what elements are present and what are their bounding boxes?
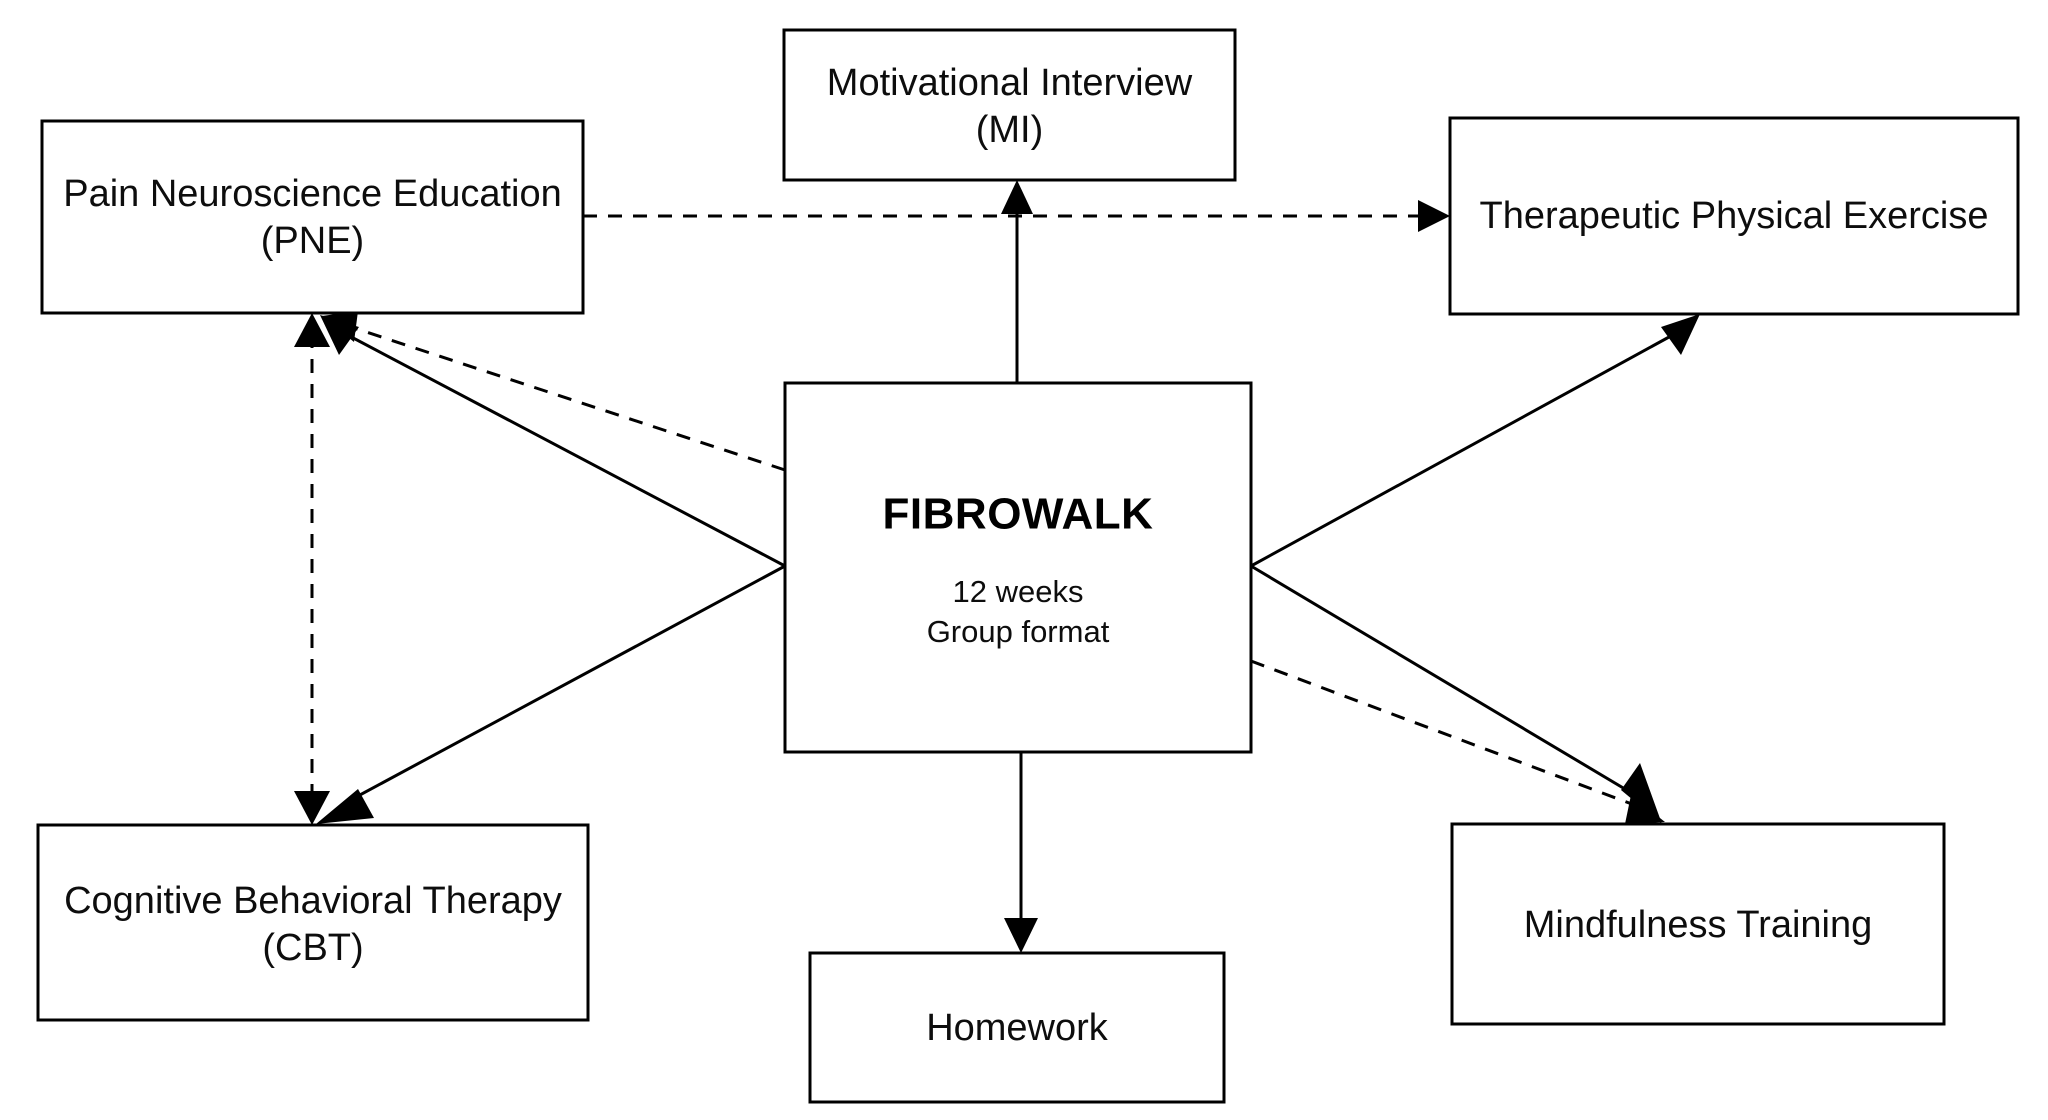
arrow-head-down-icon bbox=[294, 791, 330, 825]
edge-fibrowalk-to-mindfulness-dashed bbox=[1250, 659, 1665, 824]
node-title: FIBROWALK bbox=[883, 490, 1154, 539]
arrow-head-upleft-dashed-icon bbox=[322, 311, 358, 342]
arrow-head-right-icon bbox=[1418, 200, 1450, 232]
node-label-line2: (MI) bbox=[976, 109, 1044, 151]
edge-line bbox=[339, 329, 786, 568]
node-box[interactable] bbox=[40, 119, 585, 315]
node-homework[interactable]: Homework bbox=[808, 951, 1226, 1104]
arrow-head-up-icon bbox=[294, 313, 330, 347]
node-box[interactable] bbox=[783, 381, 1253, 754]
node-label-line1: Motivational Interview bbox=[827, 62, 1193, 104]
edge-fibrowalk-to-therapeutic-physical-exercise bbox=[1250, 314, 1700, 568]
arrow-head-downleft-icon bbox=[316, 789, 374, 824]
edge-line bbox=[1250, 564, 1641, 800]
node-therapeutic-physical-exercise[interactable]: Therapeutic Physical Exercise bbox=[1448, 116, 2020, 316]
edge-fibrowalk-to-mindfulness bbox=[1250, 564, 1662, 824]
node-mindfulness-training[interactable]: Mindfulness Training bbox=[1450, 822, 1946, 1026]
node-box[interactable] bbox=[1448, 116, 2020, 316]
node-subtitle-duration: 12 weeks bbox=[953, 574, 1084, 609]
node-label-line1: Therapeutic Physical Exercise bbox=[1480, 195, 1989, 237]
node-label-line1: Cognitive Behavioral Therapy bbox=[64, 880, 562, 922]
node-box[interactable] bbox=[808, 951, 1226, 1104]
node-cognitive-behavioral-therapy[interactable]: Cognitive Behavioral Therapy (CBT) bbox=[36, 823, 590, 1022]
node-label-line1: Homework bbox=[926, 1007, 1109, 1049]
arrow-head-upright-icon bbox=[1661, 314, 1700, 355]
edge-fibrowalk-to-homework bbox=[1004, 752, 1038, 953]
node-label-line2: (CBT) bbox=[262, 927, 363, 969]
edge-fibrowalk-to-pne bbox=[320, 315, 786, 568]
node-subtitle-format: Group format bbox=[927, 614, 1110, 649]
node-motivational-interview[interactable]: Motivational Interview (MI) bbox=[782, 28, 1237, 182]
edge-pne-cbt-bidirectional bbox=[294, 313, 330, 825]
node-box[interactable] bbox=[36, 823, 590, 1022]
edge-fibrowalk-to-pne-dashed bbox=[322, 311, 786, 472]
edge-pne-to-therapeutic-physical-exercise bbox=[583, 200, 1450, 232]
edge-line bbox=[344, 323, 786, 472]
edge-line bbox=[344, 564, 786, 805]
node-fibrowalk-core[interactable]: FIBROWALK 12 weeks Group format bbox=[783, 381, 1253, 754]
node-box[interactable] bbox=[782, 28, 1237, 182]
edge-line bbox=[1250, 329, 1681, 568]
arrow-head-downright-icon bbox=[1621, 763, 1662, 824]
node-label-line1: Pain Neuroscience Education bbox=[63, 173, 562, 215]
edge-line bbox=[1250, 659, 1646, 811]
arrow-head-up-icon bbox=[1001, 180, 1033, 214]
arrow-head-down-icon bbox=[1004, 918, 1038, 953]
node-pain-neuroscience-education[interactable]: Pain Neuroscience Education (PNE) bbox=[40, 119, 585, 315]
node-box[interactable] bbox=[1450, 822, 1946, 1026]
node-label-line2: (PNE) bbox=[261, 220, 364, 262]
arrow-head-downright-dashed-icon bbox=[1625, 795, 1665, 824]
edge-fibrowalk-to-cbt bbox=[316, 564, 786, 824]
node-label-line1: Mindfulness Training bbox=[1524, 904, 1873, 946]
edge-fibrowalk-to-motivational-interview bbox=[1001, 180, 1033, 383]
